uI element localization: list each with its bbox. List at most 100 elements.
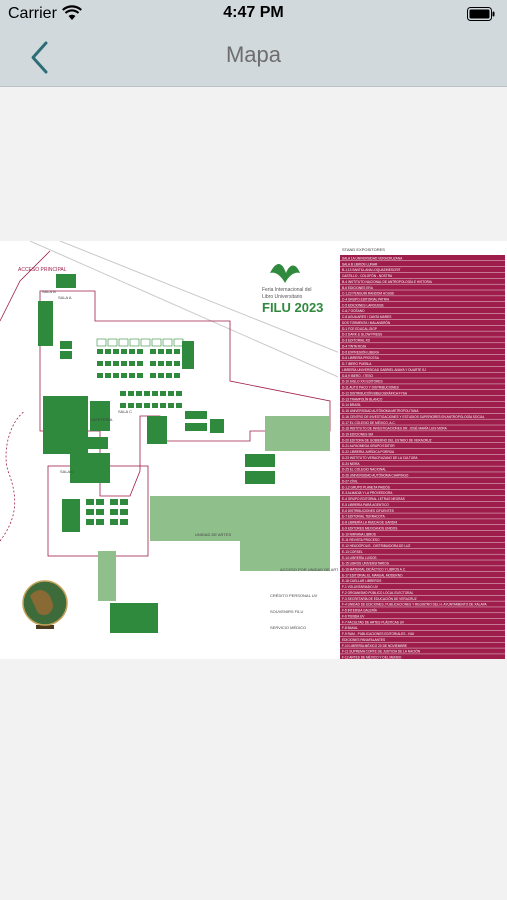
- stand-row: [340, 478, 505, 484]
- wifi-icon: [62, 5, 82, 20]
- stand-text: E-18 CUELLAR LIBREROS: [342, 579, 381, 583]
- sala-b-label: SALA B: [42, 289, 56, 294]
- stand-row: [340, 554, 505, 560]
- stand-row: [340, 401, 505, 408]
- stand-text: F-10 LIBRERÍA MÉXICO 20 DE NOVIEMBRE: [342, 643, 407, 648]
- stand-row: [340, 472, 505, 478]
- stand-text: E-14 LIBRERÍA LUISOS: [342, 556, 377, 560]
- stand-text: F-7 FACULTAD DE ARTES PLÁSTICAS UV: [342, 620, 405, 624]
- stand-row: [340, 454, 505, 461]
- stand-text: F-3 SECRETARÍA DE EDUCACIÓN DE VERACRUZ: [342, 596, 417, 601]
- stand-text: F-6 TIENDA UV: [342, 614, 365, 618]
- stand-text: E-15 LIBROS UNIVERSITARIOS: [342, 562, 389, 566]
- stand-text: C-1,23 PENGUIN RANDOM HOUSE: [342, 292, 394, 296]
- fair-map[interactable]: ACCESO PRINCIPAL: [0, 240, 507, 660]
- stand-row: [340, 448, 505, 455]
- stand-row: [340, 319, 505, 326]
- stand-row: [340, 501, 505, 507]
- stand-text: D-20 EDITORA DE GOBIERNO DEL ESTADO DE V…: [342, 438, 432, 442]
- stand-row: [340, 560, 505, 566]
- stands-header: STAND EXPOSITORES: [342, 247, 385, 252]
- stand-row: [340, 378, 505, 384]
- carrier-label: Carrier: [8, 5, 57, 22]
- stand-text: D-24 NEIRA: [342, 462, 360, 466]
- page-title: Mapa: [225, 42, 282, 67]
- stand-text: EDICIONES PANAFALANTES: [342, 638, 385, 642]
- stand-row: [340, 360, 505, 367]
- back-chevron-icon[interactable]: [22, 40, 58, 76]
- cafeteria-label: CAFETERÍA: [90, 417, 113, 422]
- stand-text: D-14 BRASIL: [342, 403, 361, 407]
- stand-text: D-12 DISTRIBUCIÓN BIBLIOGRÁFICA FYSA: [342, 390, 408, 395]
- clock: 4:47 PM: [223, 4, 284, 21]
- stand-text: F-12 ARTES DE MÉXICO Y DEL MUNDO: [342, 655, 402, 659]
- stand-row: [340, 548, 505, 554]
- stand-text: D-6 LIBRERÍA PROCESA: [342, 356, 380, 360]
- stand-text: D-4 TINTA ROJA: [342, 344, 367, 348]
- stand-row: [340, 507, 505, 513]
- stand-row: [340, 654, 505, 660]
- stand-row: [340, 466, 505, 472]
- stand-text: C-5 EDICIONES LAROUSSE: [342, 303, 384, 307]
- stand-text: E-8 LIBRERÍA LA RUEDA DE GANDHI: [342, 521, 397, 525]
- stand-row: [340, 425, 505, 431]
- stand-text: F-9 RAM - PUBLICACIONES EDITORIALES - IV…: [342, 632, 414, 636]
- stand-text: D-17 EL COLEGIO DE MÉXICO, A.C.: [342, 420, 396, 425]
- stand-text: D-25 EL COLEGIO NACIONAL: [342, 468, 386, 472]
- stand-row: [340, 307, 505, 314]
- stand-text: F-5 INTERSIA GALERÍA: [342, 609, 378, 613]
- stand-text: D-8,9 IBERO - ITESO: [342, 374, 374, 378]
- stand-row: [340, 290, 505, 296]
- stand-row: [340, 519, 505, 525]
- stand-text: D-16 CENTRO DE INVESTIGACIONES Y ESTUDIO…: [342, 415, 485, 419]
- stand-row: [340, 266, 505, 273]
- svg-text:FILU 2023: FILU 2023: [262, 300, 323, 315]
- stand-text: E-13 CORSEL: [342, 550, 363, 554]
- stand-row: [340, 354, 505, 361]
- stand-row: [340, 407, 505, 414]
- status-bar: Carrier 4:47 PM: [0, 0, 507, 28]
- stand-row: [340, 301, 505, 308]
- sala-c-label: SALA C: [118, 409, 132, 414]
- stand-text: D-10 SIGLO XXI EDITORES: [342, 380, 383, 384]
- stand-text: D-1 FCE EDUCAL-SIGP: [342, 327, 377, 331]
- souvenirs-label: SOUVENIRS FILU: [270, 609, 303, 614]
- stand-row: [340, 530, 505, 537]
- acceso-artes-label: ACCESO POR UNIDAD DE ARTES: [280, 567, 344, 572]
- stand-text: F-2 ORGANISMO PÚBLICO LOCAL ELECTORAL: [342, 590, 414, 595]
- stand-text: E-11 REVISTA PROCESO: [342, 538, 380, 542]
- stand-text: SALA B LIBROS LUNAR: [342, 262, 378, 266]
- stand-row: [340, 607, 505, 613]
- stand-row: [340, 495, 505, 502]
- stand-text: D-22 LIBRERÍA JURÍDICA PORRÚA: [342, 449, 395, 454]
- stand-text: F-8 BAKAL: [342, 626, 358, 630]
- stand-row: [340, 483, 505, 490]
- stand-row: [340, 601, 505, 607]
- stand-text: D-13 TRAMPOLÍN BLANCO: [342, 397, 383, 401]
- stand-text: DOS TORMENTA / MALANDRÓN: [342, 320, 391, 325]
- stand-row: [340, 583, 505, 590]
- stand-text: F-4 UNIDAD DE EDICIONES, PUBLICACIONES Y…: [342, 603, 487, 607]
- stand-row: [340, 366, 505, 372]
- unidad-artes-label: UNIDAD DE ARTES: [195, 532, 231, 537]
- stand-row: [340, 431, 505, 437]
- stand-row: [340, 384, 505, 390]
- acceso-label: ACCESO PRINCIPAL: [18, 267, 67, 273]
- stand-text: F-11 SUPREMA CORTE DE JUSTICIA DE LA NAC…: [342, 649, 421, 654]
- stand-text: E-7 EDITORIAL TERRACOTA: [342, 515, 386, 519]
- stand-row: [340, 436, 505, 443]
- stand-text: CASTILLO - COLOFÓN - NOSTRA: [342, 273, 393, 278]
- stand-text: E-12 HEUDÓPOLIS - DISTRIBUIDORA DE LUZ: [342, 543, 410, 548]
- stand-text: B-6 EDICIONES ERA: [342, 286, 374, 290]
- stand-text: E-5 LIBRERÍA PARÁ AGENTICO: [342, 503, 389, 507]
- stand-row: [340, 489, 505, 496]
- navigation-bar: Mapa: [0, 28, 507, 87]
- stand-row: [340, 536, 505, 543]
- stand-text: D-7 IBERO PUEBLA: [342, 362, 372, 366]
- stand-row: [340, 325, 505, 331]
- svg-text:Feria Internacional del: Feria Internacional del: [262, 287, 311, 293]
- stand-text: LIBRERÍA UNIVERSIDAD GABRIEL ANAYA Y DUA…: [342, 368, 426, 372]
- stand-row: [340, 613, 505, 619]
- stand-text: D-11 AUTO PACO Y DISTRIBUCIONES: [342, 386, 399, 390]
- stand-row: [340, 525, 505, 531]
